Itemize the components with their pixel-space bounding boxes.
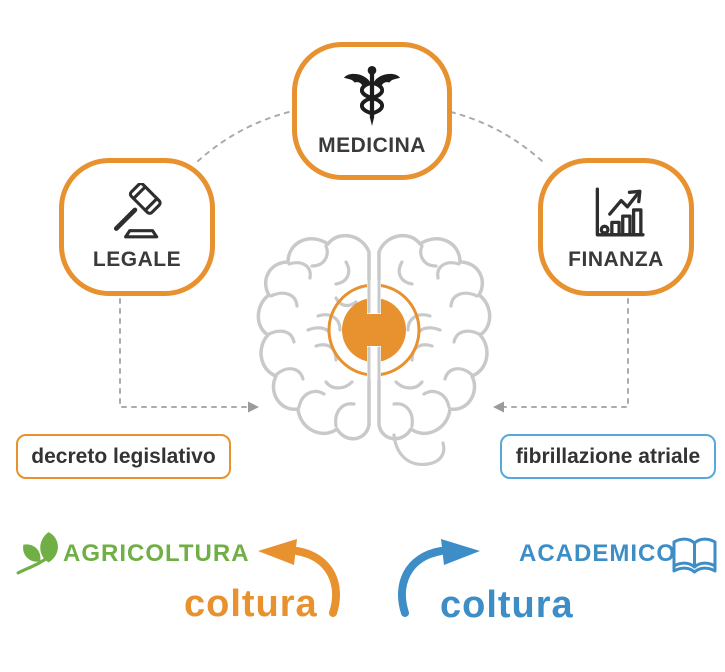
term-label-medical: fibrillazione atriale bbox=[515, 444, 701, 468]
arrowhead-left-icon bbox=[493, 401, 504, 413]
arrowhead-right-icon bbox=[248, 401, 259, 413]
connector-medicina-finanza bbox=[450, 111, 543, 162]
word-label-coltura-blue: coltura bbox=[440, 584, 574, 626]
bubble-finanza: FINANZA bbox=[538, 158, 694, 296]
category-label-agricoltura: AGRICOLTURA bbox=[63, 540, 250, 567]
term-box-legal: decreto legislativo bbox=[16, 434, 231, 479]
caduceus-icon bbox=[343, 65, 401, 126]
bar-chart-icon bbox=[595, 187, 645, 236]
bubble-medicina: MEDICINA bbox=[292, 42, 452, 180]
connector-legale-brain bbox=[119, 298, 249, 408]
brain-illustration bbox=[256, 233, 492, 466]
word-label-coltura-orange: coltura bbox=[184, 583, 318, 625]
bubble-label-medicina: MEDICINA bbox=[318, 133, 426, 157]
brain-node-icon bbox=[327, 278, 421, 382]
bubble-legale: LEGALE bbox=[59, 158, 215, 296]
bubble-label-legale: LEGALE bbox=[92, 247, 182, 271]
term-box-medical: fibrillazione atriale bbox=[500, 434, 716, 479]
leaf-icon bbox=[16, 532, 58, 575]
open-book-icon bbox=[672, 537, 717, 574]
brain-stem bbox=[392, 433, 446, 466]
gavel-icon bbox=[113, 182, 162, 238]
category-label-academico: ACADEMICO bbox=[519, 540, 676, 567]
bubble-label-finanza: FINANZA bbox=[568, 247, 664, 271]
connector-finanza-brain bbox=[503, 298, 629, 408]
connector-legale-medicina bbox=[197, 111, 290, 162]
term-label-legal: decreto legislativo bbox=[31, 444, 216, 468]
